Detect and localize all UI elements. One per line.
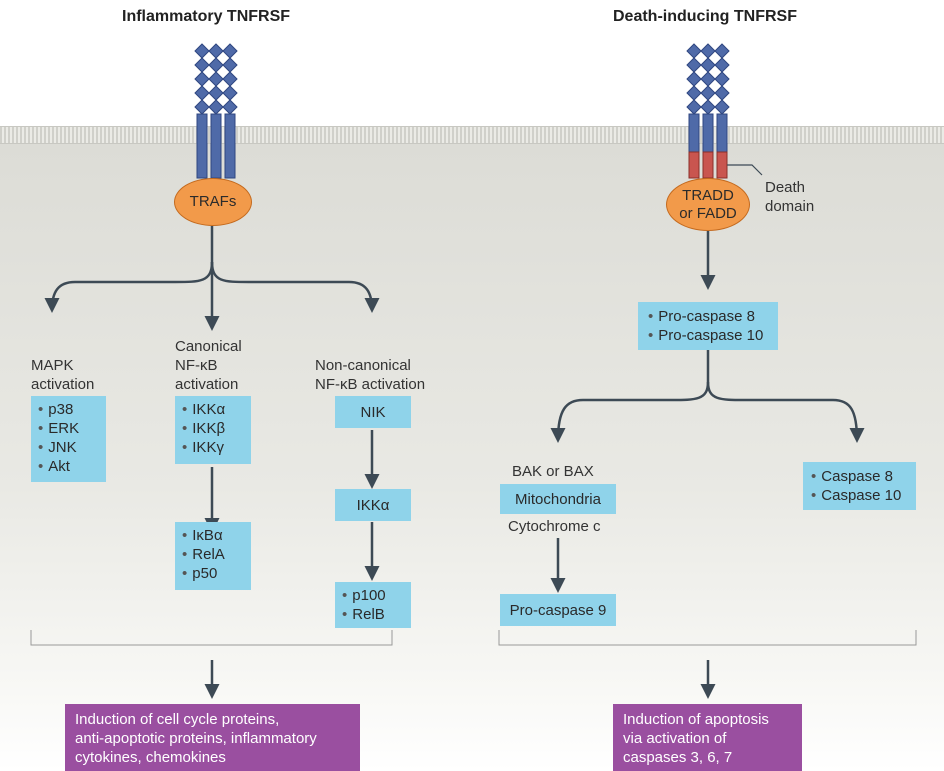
procaspase-8-10-box: Pro-caspase 8 Pro-caspase 10 (638, 302, 778, 350)
ikk-complex-box: IKKα IKKβ IKKγ (175, 396, 251, 464)
nfkb-item: RelA (182, 545, 251, 564)
inflammatory-output-box: Induction of cell cycle proteins, anti-a… (65, 704, 360, 771)
right-receptor-ectodomain (686, 43, 730, 115)
ikk-item: IKKα (182, 400, 251, 419)
summary-brackets (30, 630, 917, 646)
mapk-list-box: p38 ERK JNK Akt (31, 396, 106, 482)
noncanonical-nfkb-label: Non-canonical NF-κB activation (315, 357, 426, 393)
mapk-item: JNK (38, 438, 106, 457)
death-domain-label: Death domain (765, 179, 815, 215)
mapk-item: ERK (38, 419, 106, 438)
mitochondria-box: Mitochondria (500, 484, 616, 514)
mapk-item: Akt (38, 457, 106, 476)
trafs-adaptor: TRAFs (174, 178, 252, 226)
mapk-item: p38 (38, 400, 106, 419)
ikba-rela-box: IκBα RelA p50 (175, 522, 251, 590)
cytoplasm-background (0, 140, 944, 771)
death-domain-pointer (727, 164, 763, 176)
apoptosis-output-box: Induction of apoptosis via activation of… (613, 704, 802, 771)
bak-bax-label: BAK or BAX (512, 463, 594, 480)
ikk-item: IKKγ (182, 438, 251, 457)
canonical-nfkb-label: Canonical NF-κB activation (175, 338, 242, 393)
procaspase-9-box: Pro-caspase 9 (500, 594, 616, 626)
p100-relb-box: p100 RelB (335, 582, 411, 628)
nik-box: NIK (335, 396, 411, 428)
left-receptor-transmembrane (196, 113, 236, 179)
p100-item: p100 (342, 586, 411, 605)
nfkb-item: IκBα (182, 526, 251, 545)
ikka-box: IKKα (335, 489, 411, 521)
title-death-inducing: Death-inducing TNFRSF (613, 8, 797, 25)
right-receptor-transmembrane (688, 113, 728, 153)
caspase-item: Caspase 8 (811, 467, 916, 486)
caspase-item: Caspase 10 (811, 486, 916, 505)
caspase-8-10-box: Caspase 8 Caspase 10 (803, 462, 916, 510)
cytochrome-c-label: Cytochrome c (508, 518, 601, 535)
procaspase-item: Pro-caspase 10 (648, 326, 778, 345)
death-domain-segments (688, 151, 728, 179)
left-receptor-ectodomain (194, 43, 238, 115)
ikk-item: IKKβ (182, 419, 251, 438)
tradd-fadd-adaptor: TRADD or FADD (666, 178, 750, 231)
title-inflammatory: Inflammatory TNFRSF (122, 8, 291, 25)
procaspase-item: Pro-caspase 8 (648, 307, 778, 326)
mapk-activation-label: MAPK activation (31, 357, 95, 393)
nfkb-item: p50 (182, 564, 251, 583)
relb-item: RelB (342, 605, 411, 624)
